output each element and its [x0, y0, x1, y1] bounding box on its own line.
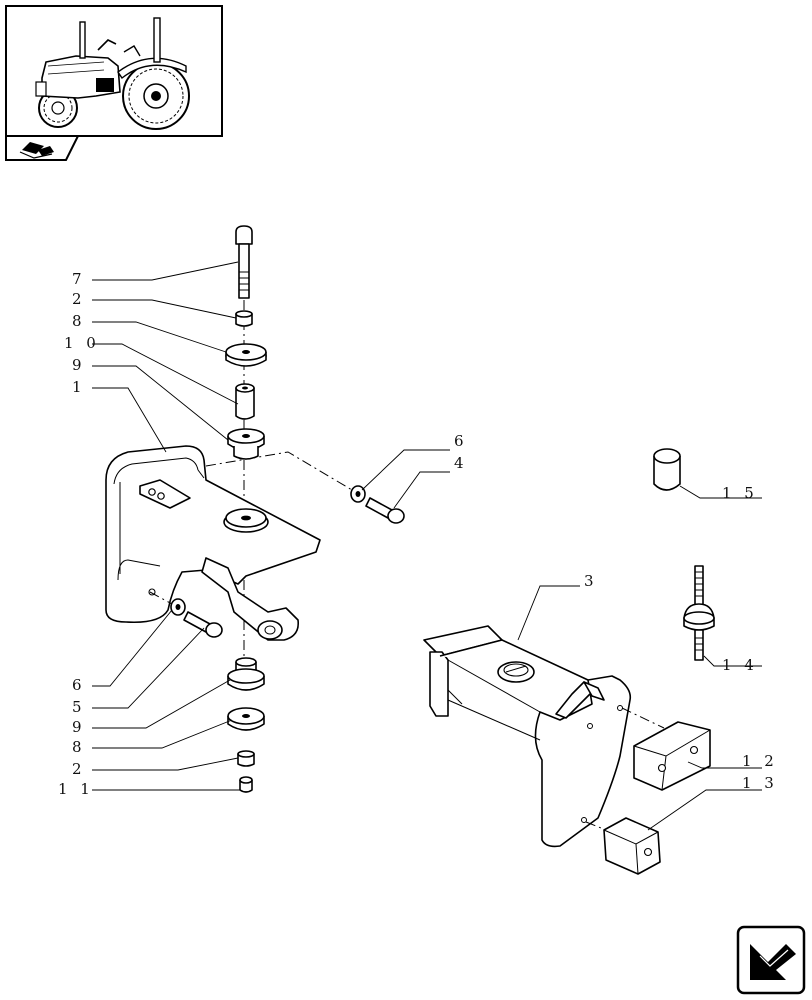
part-mount-9-bot — [227, 657, 265, 691]
callout-12[interactable]: 1 2 — [742, 752, 778, 770]
leader-7 — [92, 261, 239, 281]
part-washer-6-left — [170, 598, 186, 616]
connector-to-block-12 — [621, 707, 665, 729]
leader-9-bot — [92, 679, 231, 729]
part-washer-6-right — [350, 485, 366, 503]
part-block-12 — [633, 721, 711, 791]
part-bracket-3 — [423, 625, 632, 848]
part-bracket-1 — [105, 445, 321, 641]
part-washer-8-top — [225, 343, 267, 367]
tractor-icon — [35, 17, 190, 130]
next-page-arrow-icon — [750, 944, 796, 980]
callout-6-right[interactable]: 6 — [454, 432, 468, 450]
leader-9-top — [92, 365, 229, 441]
callout-9-bot[interactable]: 9 — [72, 718, 86, 736]
connector-to-bolt-4 — [205, 451, 353, 491]
part-bolt-4 — [365, 497, 405, 524]
leader-15 — [679, 485, 762, 499]
leader-2-bot — [92, 757, 239, 771]
callout-13[interactable]: 1 3 — [742, 774, 778, 792]
callout-14[interactable]: 1 4 — [722, 656, 758, 674]
leader-12 — [687, 761, 762, 769]
leader-8-bot — [92, 719, 233, 749]
leader-10 — [92, 343, 239, 405]
callout-4[interactable]: 4 — [454, 454, 468, 472]
thumbnail-panel[interactable] — [5, 5, 223, 161]
callout-9-top[interactable]: 9 — [72, 356, 86, 374]
callout-15[interactable]: 1 5 — [722, 484, 758, 502]
leader-5 — [92, 627, 205, 709]
callout-7[interactable]: 7 — [72, 270, 86, 288]
leader-3 — [517, 585, 580, 641]
leader-13 — [647, 789, 762, 831]
part-mount-9-top — [227, 428, 265, 460]
part-cap-11 — [239, 776, 253, 793]
connector-left-bolt — [149, 591, 173, 605]
part-washer-8-bot — [227, 707, 265, 731]
leader-14 — [703, 655, 762, 667]
leader-6-right — [361, 449, 450, 491]
leader-2-top — [92, 299, 237, 319]
part-block-13 — [603, 817, 661, 875]
book-arrow-icon — [19, 142, 54, 159]
callout-1[interactable]: 1 — [72, 378, 86, 396]
next-page-button[interactable] — [736, 925, 806, 995]
leader-4 — [393, 471, 450, 509]
leader-6-left — [92, 609, 173, 687]
callout-8-bot[interactable]: 8 — [72, 738, 86, 756]
upper-stack — [225, 225, 267, 660]
part-nut-2-top — [235, 310, 253, 327]
callout-6-left[interactable]: 6 — [72, 676, 86, 694]
callout-2-top[interactable]: 2 — [72, 290, 86, 308]
callout-11[interactable]: 1 1 — [58, 780, 94, 798]
part-bolt-7 — [235, 225, 253, 299]
callout-2-bot[interactable]: 2 — [72, 760, 86, 778]
callout-labels: 7 2 8 1 0 9 1 6 4 1 5 3 1 4 1 2 1 3 6 5 … — [58, 270, 778, 798]
part-sleeve-10 — [235, 383, 255, 420]
callout-10[interactable]: 1 0 — [64, 334, 100, 352]
callout-5[interactable]: 5 — [72, 698, 86, 716]
leader-1 — [92, 387, 167, 453]
callout-3[interactable]: 3 — [584, 572, 598, 590]
part-nut-2-bot — [237, 750, 255, 767]
part-sleeve-15 — [653, 448, 681, 491]
part-stud-14 — [683, 565, 715, 661]
connector-to-block-13 — [585, 821, 607, 831]
part-bolt-5 — [183, 611, 223, 638]
callout-8-top[interactable]: 8 — [72, 312, 86, 330]
leader-lines — [92, 261, 762, 831]
lower-stack — [227, 657, 265, 793]
leader-8-top — [92, 321, 227, 353]
